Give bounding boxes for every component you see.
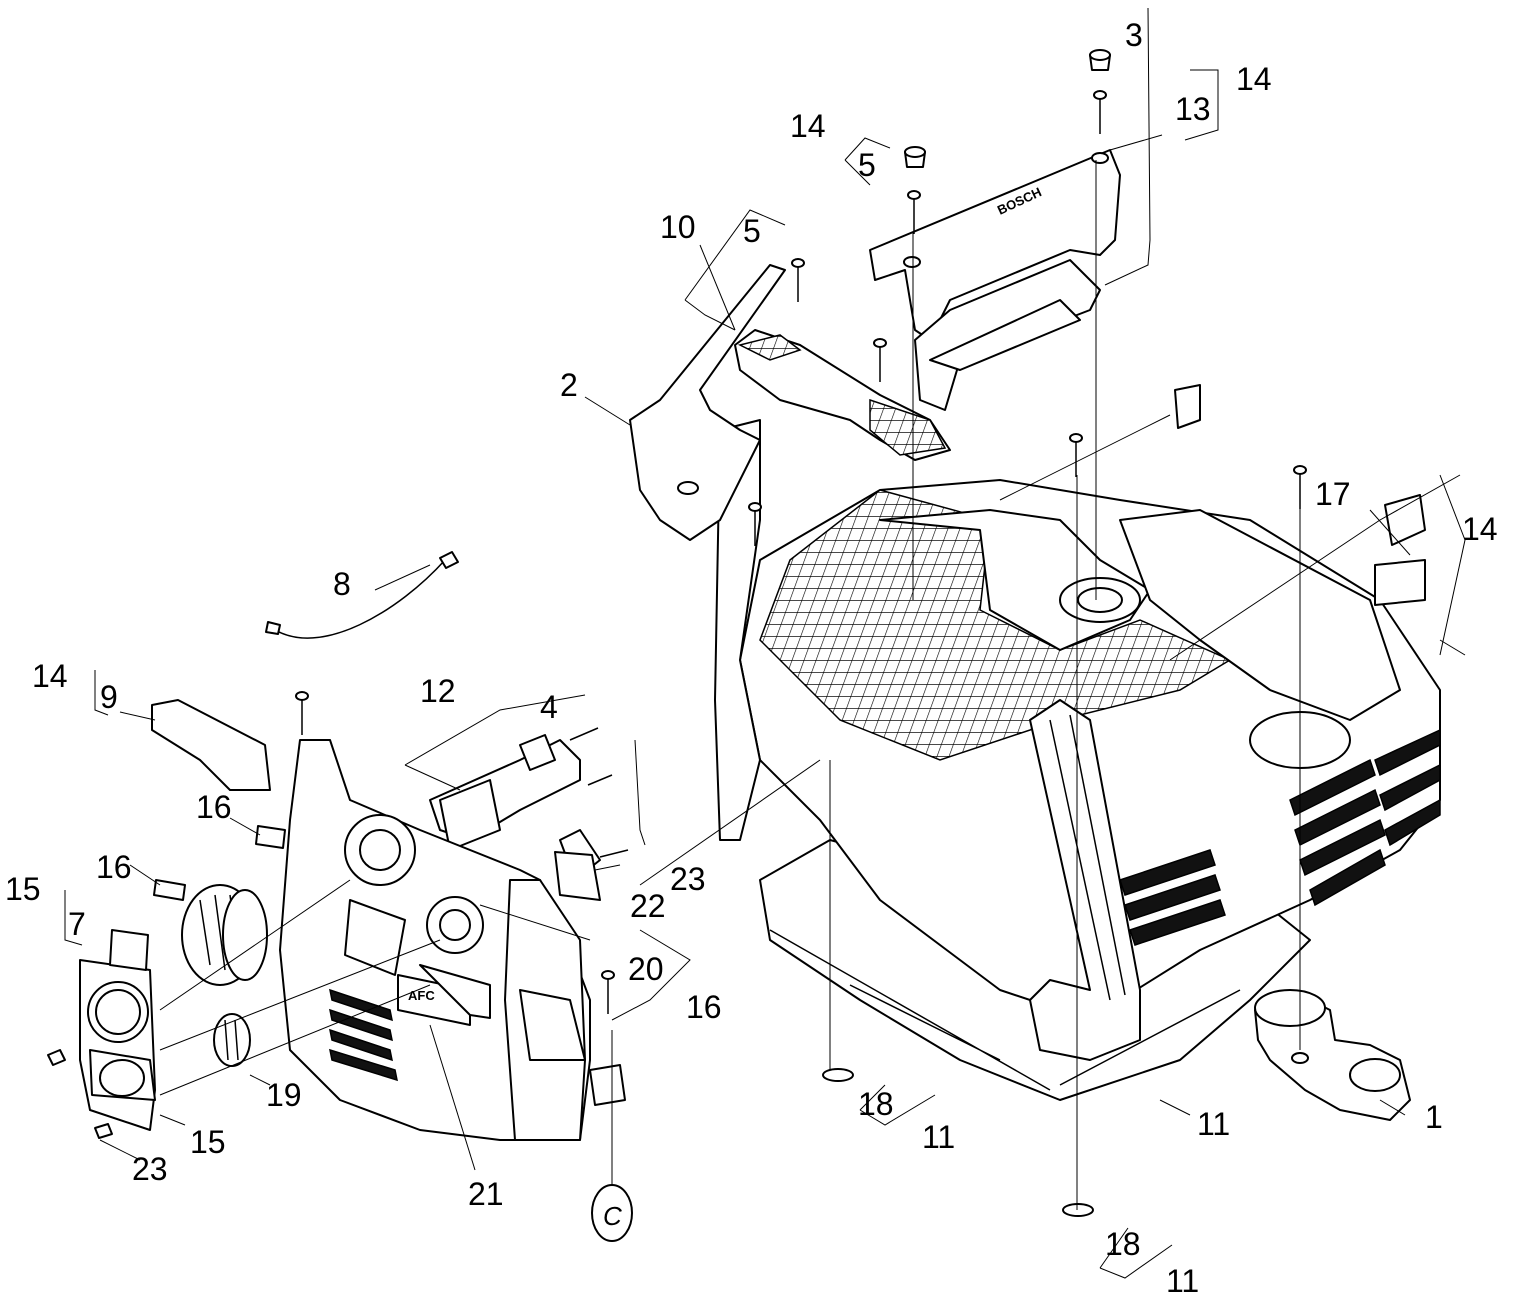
part-number-labels: 1 2 3 4 5 5 7 8 9 10 11 11 11 12 13 14 1… xyxy=(5,17,1498,1299)
screws xyxy=(295,49,1307,1014)
screw-c xyxy=(907,190,921,234)
label-part-11a: 11 xyxy=(922,1119,955,1155)
screw-b xyxy=(873,338,887,382)
switch-screw-b xyxy=(587,774,613,786)
label-part-9: 9 xyxy=(100,679,118,715)
label-part-11b: 11 xyxy=(1197,1106,1230,1142)
label-plate-7 xyxy=(109,929,149,971)
label-part-23b: 23 xyxy=(132,1151,168,1187)
plug-cap-5 xyxy=(904,146,926,168)
label-part-10: 10 xyxy=(660,209,696,245)
label-part-2: 2 xyxy=(560,367,578,403)
afc-marking: AFC xyxy=(408,988,435,1003)
label-part-18a: 18 xyxy=(858,1086,894,1122)
label-part-14c: 14 xyxy=(1462,511,1498,547)
screw-d xyxy=(1093,90,1107,134)
main-housing xyxy=(714,384,1441,1217)
screw-a xyxy=(791,258,805,302)
switch-screw-c xyxy=(599,849,629,858)
label-part-19: 19 xyxy=(266,1077,302,1113)
label-part-11c: 11 xyxy=(1166,1263,1199,1299)
label-part-3: 3 xyxy=(1125,17,1143,53)
label-part-14d: 14 xyxy=(32,658,68,694)
carry-handle: BOSCH xyxy=(869,149,1121,411)
switch-assembly xyxy=(429,727,629,881)
screw-i xyxy=(601,970,615,1014)
label-part-16a: 16 xyxy=(196,789,232,825)
label-part-14a: 14 xyxy=(1236,61,1272,97)
label-part-16b: 16 xyxy=(96,849,132,885)
front-panel: AFC xyxy=(279,739,626,1141)
label-part-15a: 15 xyxy=(5,871,41,907)
hose-holder xyxy=(1254,989,1411,1121)
label-part-16c: 16 xyxy=(686,989,722,1025)
label-part-14b: 14 xyxy=(790,108,826,144)
label-strip xyxy=(151,699,271,791)
sticker-16 xyxy=(255,825,286,849)
leader-lines xyxy=(64,7,1466,1279)
side-vent-grille xyxy=(1119,728,1441,946)
label-part-5b: 5 xyxy=(743,213,761,249)
cable xyxy=(265,551,459,639)
label-part-15b: 15 xyxy=(190,1124,226,1160)
label-part-5a: 5 xyxy=(858,147,876,183)
label-part-22: 22 xyxy=(630,888,666,924)
screw-h xyxy=(295,691,309,735)
sticker-16b xyxy=(153,879,186,901)
knob-16 xyxy=(181,884,268,986)
socket-frame xyxy=(47,959,156,1139)
label-part-23a: 23 xyxy=(670,861,706,897)
label-part-4: 4 xyxy=(540,689,558,725)
label-part-21: 21 xyxy=(468,1176,504,1212)
screw-e xyxy=(1069,433,1083,477)
screw-f xyxy=(748,502,762,546)
switch-screw-a xyxy=(569,727,599,741)
label-part-20: 20 xyxy=(628,951,664,987)
label-part-8: 8 xyxy=(333,566,351,602)
plug-cap-3 xyxy=(1089,49,1111,71)
label-part-18b: 18 xyxy=(1105,1226,1141,1262)
label-part-c: C xyxy=(603,1201,622,1231)
handle-grip xyxy=(734,329,951,461)
bracket-22 xyxy=(554,851,601,901)
label-part-17: 17 xyxy=(1315,476,1351,512)
label-part-1: 1 xyxy=(1425,1099,1443,1135)
label-part-12: 12 xyxy=(420,673,456,709)
cord-hook xyxy=(629,264,786,541)
label-part-7: 7 xyxy=(68,906,86,942)
label-part-13: 13 xyxy=(1175,91,1211,127)
